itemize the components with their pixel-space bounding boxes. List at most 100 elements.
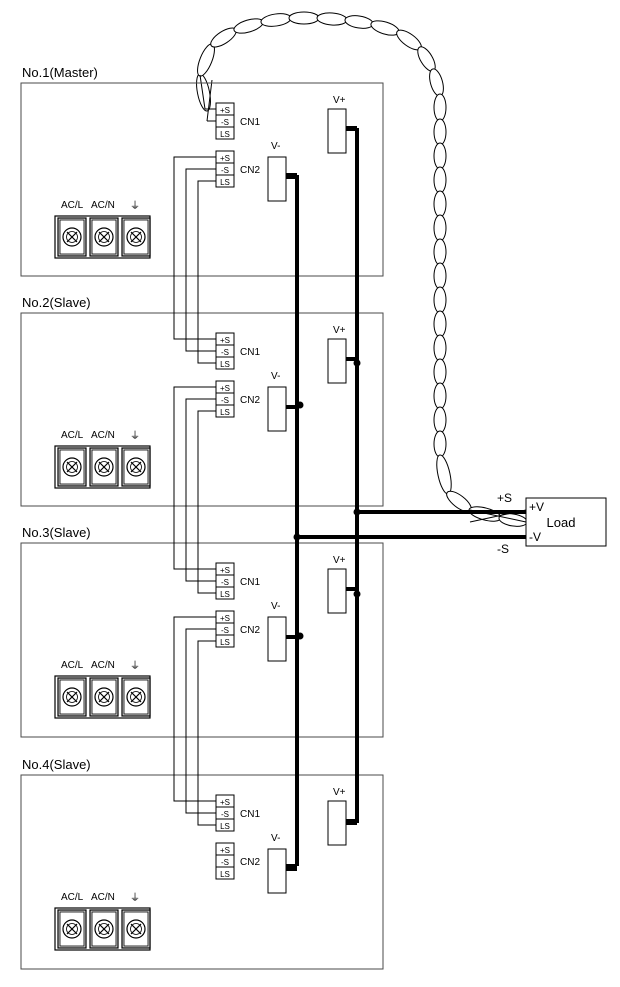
cn1-connector-label: CN1	[240, 347, 260, 358]
vminus-label: V-	[271, 601, 280, 612]
junction-dot	[353, 590, 361, 598]
cn2-connector-pin: +S	[220, 614, 230, 623]
vminus-label: V-	[271, 371, 280, 382]
cn2-connector-pin: +S	[220, 846, 230, 855]
vminus-label: V-	[271, 833, 280, 844]
ac-line-label: AC/L	[61, 200, 84, 211]
unit-enclosure	[20, 774, 384, 970]
junction-dot	[296, 401, 304, 409]
cn1-connector-pin: -S	[221, 348, 229, 357]
ground-terminal-screw-slot	[130, 691, 142, 703]
cn2-connector: +S -S LS CN2	[215, 610, 260, 648]
unit-enclosure	[20, 312, 384, 507]
ac-neutral-terminal-screw-inner	[98, 691, 110, 703]
twisted-pair-link	[433, 214, 447, 242]
unit-title: No.3(Slave)	[22, 525, 91, 540]
cn2-connector-label: CN2	[240, 625, 260, 636]
twisted-pair-link	[498, 513, 528, 527]
vminus-terminal	[267, 616, 287, 662]
ac-line-terminal-screw-slot	[66, 461, 78, 473]
twisted-pair-link	[433, 406, 447, 434]
ac-neutral-terminal	[89, 677, 119, 717]
ground-terminal-screw-inner	[130, 231, 142, 243]
ac-line-label: AC/L	[61, 892, 84, 903]
cn2-connector-pin: -S	[221, 166, 229, 175]
ac-neutral-terminal-screw-slot	[98, 923, 110, 935]
twisted-pair-link	[433, 142, 447, 170]
ground-terminal-screw-inner	[130, 923, 142, 935]
vplus-terminal	[327, 800, 347, 846]
load-pos-label: +V	[529, 500, 544, 514]
ground-terminal-screw-inner	[130, 691, 142, 703]
ground-symbol: ⏚	[130, 660, 140, 672]
cn2-connector-pin: -S	[221, 626, 229, 635]
share-wire	[173, 156, 216, 364]
vminus-terminal	[267, 156, 287, 202]
ac-neutral-terminal-screw-slot	[98, 691, 110, 703]
twisted-pair-link	[433, 118, 447, 146]
cn1-connector-pin: -S	[221, 810, 229, 819]
ac-line-terminal-screw-slot	[66, 923, 78, 935]
cn1-connector-label: CN1	[240, 577, 260, 588]
twisted-pair-link	[260, 13, 292, 27]
vplus-terminal	[327, 568, 347, 614]
cn2-connector-pin: LS	[220, 870, 230, 879]
cn1-connector-pin: -S	[221, 118, 229, 127]
ac-line-terminal	[57, 447, 87, 487]
current-share-wiring	[173, 108, 216, 826]
ground-symbol: ⏚	[130, 430, 140, 442]
ac-line-terminal	[57, 677, 87, 717]
twisted-pair-link	[433, 93, 447, 122]
ac-neutral-terminal-screw-inner	[98, 461, 110, 473]
load-block: Load +V -V +S -S	[497, 491, 607, 556]
ground-terminal-screw-slot	[130, 923, 142, 935]
ground-terminal	[121, 909, 151, 949]
cn1-connector-pin: +S	[220, 106, 230, 115]
ac-line-terminal-screw-inner	[66, 691, 78, 703]
ground-terminal	[121, 677, 151, 717]
twisted-pair-link	[316, 12, 348, 26]
ac-line-terminal	[57, 909, 87, 949]
cn2-connector-pin: LS	[220, 408, 230, 417]
vminus-label: V-	[271, 141, 280, 152]
cn1-connector-pin: +S	[220, 336, 230, 345]
twisted-pair-link	[436, 454, 452, 495]
twisted-pair-link	[433, 190, 447, 218]
twisted-pair-lead	[199, 74, 213, 122]
twisted-pair-link	[433, 310, 447, 338]
cn2-connector-pin: LS	[220, 638, 230, 647]
ac-neutral-terminal	[89, 447, 119, 487]
twisted-pair-link	[433, 334, 447, 362]
ac-neutral-terminal	[89, 217, 119, 257]
twisted-pair-link	[433, 358, 447, 386]
cn1-connector-pin: LS	[220, 590, 230, 599]
load-neg-label: -V	[529, 530, 541, 544]
ac-neutral-label: AC/N	[91, 430, 115, 441]
cn1-connector-label: CN1	[240, 117, 260, 128]
ac-line-terminal-screw-inner	[66, 461, 78, 473]
cn2-connector-pin: +S	[220, 154, 230, 163]
load-box	[525, 497, 607, 547]
share-wire	[173, 616, 216, 826]
cn1-connector-pin: -S	[221, 578, 229, 587]
ac-neutral-terminal-screw-inner	[98, 231, 110, 243]
ac-line-terminal-screw-slot	[66, 691, 78, 703]
cn2-connector-label: CN2	[240, 165, 260, 176]
sense-lead	[205, 108, 216, 122]
cn1-connector-pin: LS	[220, 822, 230, 831]
ac-neutral-terminal-screw-slot	[98, 461, 110, 473]
unit-enclosure	[20, 82, 384, 277]
ac-line-label: AC/L	[61, 660, 84, 671]
ac-neutral-terminal-screw-slot	[98, 231, 110, 243]
junction-dot	[353, 359, 361, 367]
twisted-pair-link	[233, 18, 264, 34]
load-label: Load	[547, 515, 576, 530]
ground-terminal-screw-inner	[130, 461, 142, 473]
cn1-connector-label: CN1	[240, 809, 260, 820]
